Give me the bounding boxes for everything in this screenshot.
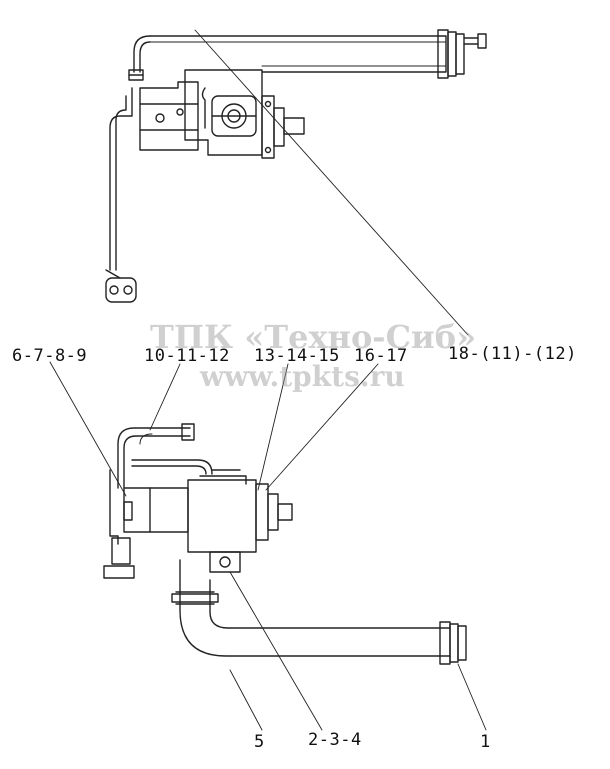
callout-2-3-4: 2-3-4 [308,730,362,750]
leader-5 [229,669,263,731]
callout-5: 5 [254,732,265,752]
leader-13-15 [257,363,289,491]
watermark-company: ТПК «Техно-Сиб» [150,318,477,356]
leader-10-12 [149,363,181,431]
bottom-assembly [103,423,467,665]
suction-pipe [179,559,451,657]
watermark-url: www.tpkts.ru [200,360,405,393]
leader-6-9 [49,361,127,497]
leader-18 [194,29,469,336]
bottom-pump-body [123,487,189,533]
leader-1 [457,663,487,731]
callout-18-11-12: 18-(11)-(12) [448,344,577,364]
leader-16-17 [265,363,379,491]
top-long-tube [149,35,447,73]
callout-10-11-12: 10-11-12 [144,346,230,366]
callout-16-17: 16-17 [354,346,408,366]
top-assembly [105,29,487,303]
callout-1: 1 [480,732,491,752]
callout-13-14-15: 13-14-15 [254,346,340,366]
leader-2-4 [229,571,323,731]
callout-6-7-8-9: 6-7-8-9 [12,346,88,366]
top-pump-body [139,81,199,151]
